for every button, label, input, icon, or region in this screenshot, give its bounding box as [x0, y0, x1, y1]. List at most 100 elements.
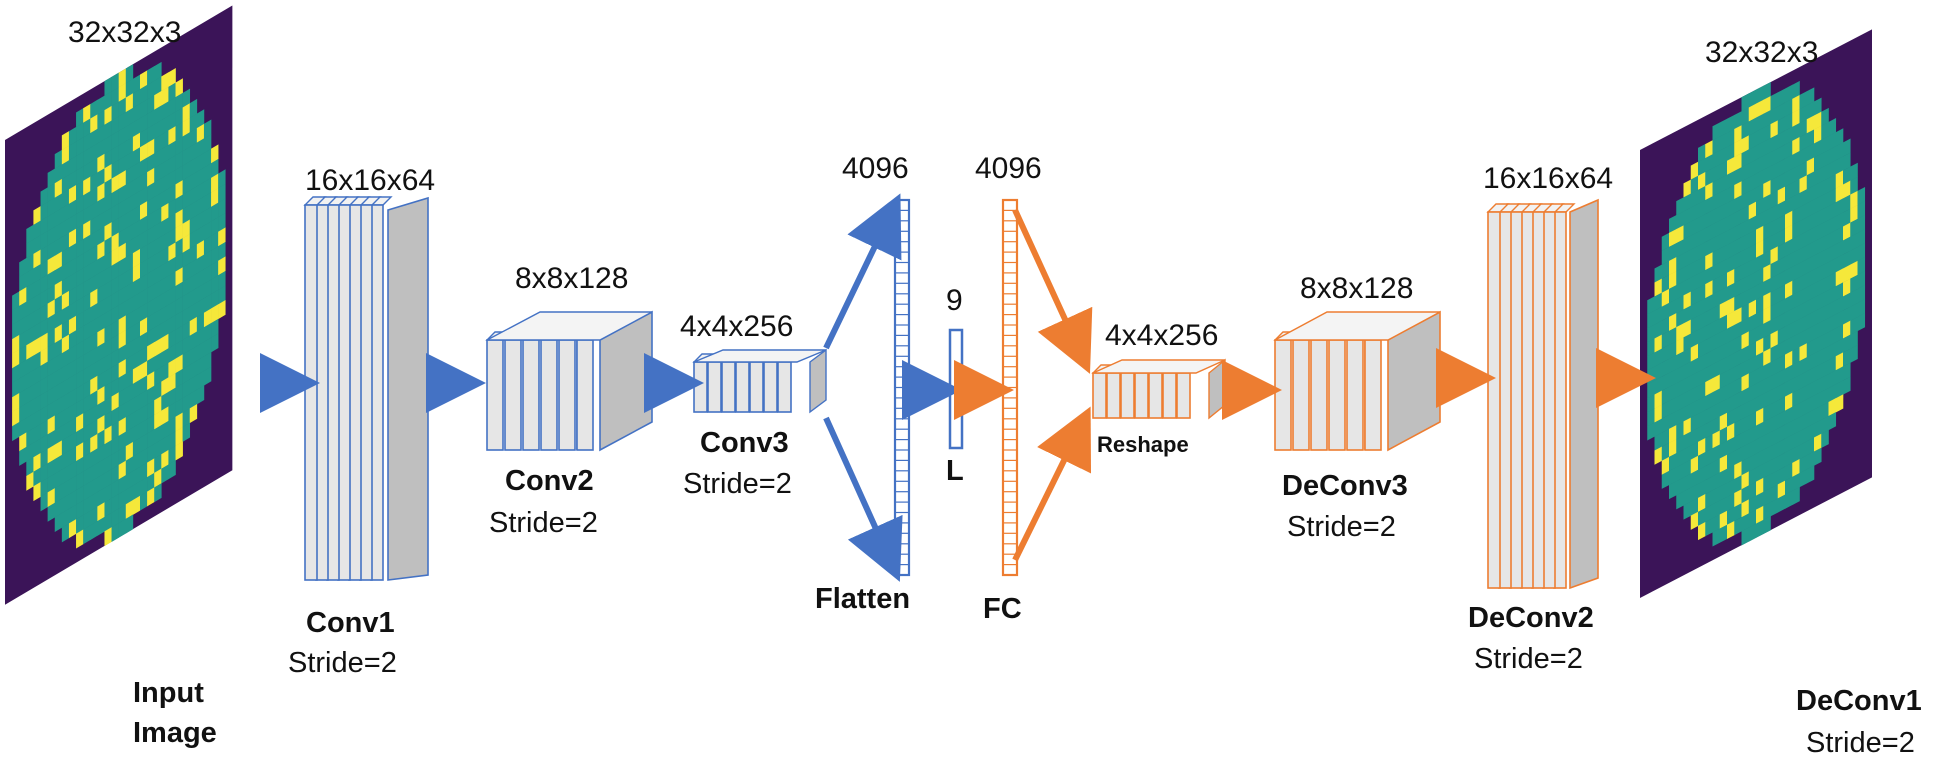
- wafer-die: [104, 338, 112, 358]
- wafer-die: [1719, 468, 1728, 487]
- wafer-die: [1785, 420, 1793, 439]
- wafer-die: [61, 363, 70, 383]
- wafer-die: [1756, 435, 1764, 454]
- wafer-die: [1748, 145, 1757, 164]
- wafer-die: [1654, 348, 1663, 367]
- wafer-die: [147, 80, 155, 100]
- wafer-die: [1727, 478, 1735, 498]
- wafer-die: [125, 499, 134, 520]
- flatten-name-label: Flatten: [815, 583, 910, 615]
- wafer-die: [125, 252, 134, 273]
- wafer-die: [125, 325, 134, 345]
- wafer-die: [1727, 310, 1735, 330]
- wafer-die: [12, 392, 20, 413]
- wafer-die: [1734, 391, 1742, 410]
- wafer-die: [90, 128, 98, 148]
- wafer-die: [83, 510, 91, 530]
- wafer-die: [1806, 213, 1815, 232]
- wafer-die: [1770, 442, 1779, 461]
- wafer-die: [104, 192, 112, 213]
- deconv3-dim-label: 8x8x128: [1300, 272, 1413, 305]
- wafer-die: [54, 178, 63, 198]
- wafer-die: [1792, 486, 1800, 506]
- wafer-die: [118, 286, 127, 306]
- wafer-die: [111, 377, 119, 397]
- wafer-die: [118, 228, 127, 248]
- wafer-die: [83, 408, 91, 429]
- wafer-die: [61, 348, 70, 369]
- wafer-die: [90, 273, 98, 294]
- wafer-die: [76, 355, 84, 375]
- wafer-die: [1741, 331, 1750, 350]
- wafer-die: [1835, 198, 1844, 217]
- wafer-die: [147, 298, 155, 318]
- wafer-die: [118, 170, 127, 190]
- wafer-die: [1770, 316, 1779, 335]
- wafer-die: [1814, 181, 1822, 200]
- wafer-die: [1763, 347, 1771, 367]
- wafer-die: [61, 523, 70, 543]
- wafer-die: [1690, 287, 1699, 306]
- wafer-die: [1835, 366, 1844, 385]
- wafer-die: [1777, 452, 1786, 471]
- wafer-die: [1712, 332, 1721, 351]
- wafer-die: [1741, 443, 1750, 462]
- wafer-die: [154, 308, 162, 328]
- wafer-die: [1669, 340, 1677, 360]
- wafer-die: [1669, 368, 1677, 388]
- wafer-die: [76, 325, 84, 346]
- wafer-die: [104, 512, 112, 532]
- wafer-die: [1835, 128, 1844, 147]
- wafer-die: [1705, 140, 1713, 159]
- wafer-die: [68, 504, 77, 524]
- wafer-die: [196, 269, 205, 289]
- wafer-die: [175, 150, 183, 171]
- wafer-die: [1763, 417, 1771, 437]
- wafer-die: [33, 351, 41, 371]
- wafer-die: [168, 140, 176, 160]
- wafer-die: [1712, 136, 1721, 155]
- wafer-die: [26, 471, 34, 491]
- wafer-die: [1756, 421, 1764, 440]
- wafer-die: [1741, 471, 1750, 490]
- wafer-die: [1828, 328, 1837, 347]
- wafer-die: [147, 327, 155, 347]
- wafer-die: [189, 127, 198, 148]
- wafer-die: [182, 132, 191, 152]
- wafer-die: [104, 207, 112, 227]
- wafer-die: [168, 416, 176, 436]
- wafer-die: [1777, 102, 1786, 121]
- wafer-die: [26, 428, 34, 448]
- wafer-die: [83, 365, 91, 385]
- wafer-die: [61, 450, 70, 470]
- wafer-die: [1654, 376, 1663, 395]
- wafer-die: [1669, 382, 1677, 402]
- wafer-die: [132, 394, 141, 414]
- wafer-die: [161, 72, 169, 92]
- wafer-die: [47, 284, 56, 304]
- wafer-die: [1705, 308, 1713, 327]
- wafer-die: [1756, 407, 1764, 426]
- wafer-die: [1806, 451, 1815, 470]
- wafer-die: [1712, 206, 1721, 225]
- wafer-die: [1719, 370, 1728, 389]
- wafer-die: [76, 413, 84, 433]
- wafer-die: [1770, 162, 1779, 181]
- wafer-die: [1785, 406, 1793, 425]
- wafer-die: [1727, 170, 1735, 190]
- wafer-die: [76, 267, 84, 288]
- wafer-die: [154, 192, 162, 212]
- wafer-die: [147, 66, 155, 86]
- wafer-die: [1777, 438, 1786, 457]
- wafer-die: [1741, 163, 1750, 182]
- wafer-die: [1756, 267, 1764, 286]
- wafer-die: [61, 319, 70, 340]
- wafer-die: [147, 95, 155, 115]
- wafer-die: [168, 111, 176, 131]
- wafer-die: [1654, 404, 1663, 423]
- wafer-die: [97, 240, 105, 260]
- wafer-die: [1719, 342, 1728, 361]
- wafer-die: [1698, 283, 1706, 303]
- wafer-die: [1756, 477, 1764, 496]
- wafer-die: [1770, 134, 1779, 153]
